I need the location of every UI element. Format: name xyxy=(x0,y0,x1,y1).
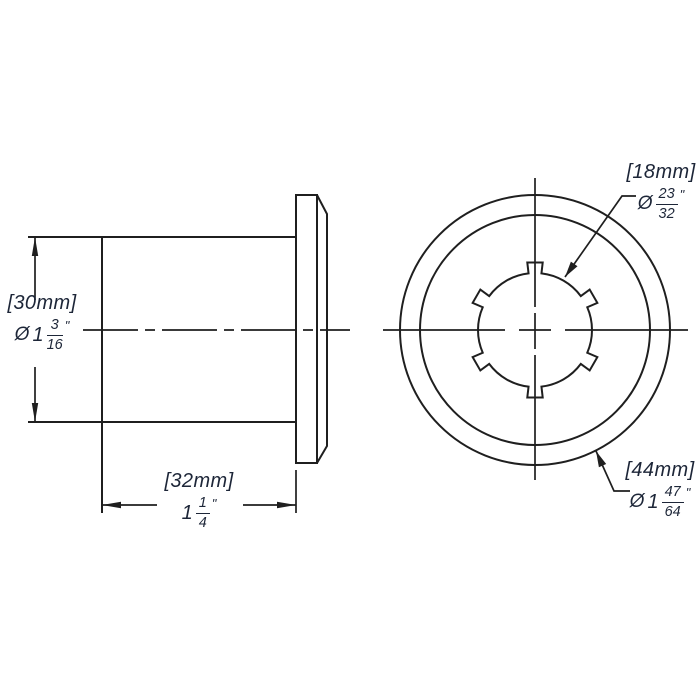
inch-mark: " xyxy=(685,485,691,500)
arrowhead-right xyxy=(277,501,296,509)
arrowhead-left xyxy=(102,501,121,509)
dim-imperial-value: Ø 1 3 16 " xyxy=(0,318,84,352)
flange-front-face xyxy=(295,194,318,464)
dim-imperial-value: Ø 23 32 " xyxy=(622,187,700,221)
inch-mark: " xyxy=(211,496,217,511)
bore-leader-arrowhead xyxy=(565,261,578,277)
dim-body-length-label: [32mm] 1 1 4 " xyxy=(150,470,248,530)
fraction: 1 4 xyxy=(195,496,210,531)
front-view xyxy=(383,178,688,492)
arrowhead-up xyxy=(31,237,39,256)
diameter-symbol: Ø xyxy=(629,490,645,512)
fraction-numerator: 1 xyxy=(195,496,210,514)
fraction-denominator: 32 xyxy=(658,205,675,222)
inch-mark: " xyxy=(64,318,70,333)
side-view xyxy=(28,194,350,513)
fraction-denominator: 16 xyxy=(46,336,63,353)
fraction-denominator: 64 xyxy=(664,503,681,520)
dim-whole-number: 1 xyxy=(647,491,659,513)
fraction-denominator: 4 xyxy=(198,514,207,531)
spline-bore xyxy=(471,261,599,399)
fraction-numerator: 47 xyxy=(661,485,684,503)
dim-imperial-value: Ø 1 47 64 " xyxy=(620,485,700,519)
flange-back-rim xyxy=(316,194,328,464)
fraction: 23 32 xyxy=(655,187,678,222)
fraction-numerator: 23 xyxy=(655,187,678,205)
inch-mark: " xyxy=(679,187,685,202)
dim-flange-diameter-label: [44mm] Ø 1 47 64 " xyxy=(620,459,700,519)
flange-leader-arrowhead xyxy=(596,451,607,468)
bore-leader-line xyxy=(564,195,636,278)
diameter-symbol: Ø xyxy=(14,323,30,345)
dim-whole-number: 1 xyxy=(181,502,193,524)
fraction-numerator: 3 xyxy=(46,318,63,336)
arrowhead-down xyxy=(31,403,39,422)
dim-metric-value: [30mm] xyxy=(7,292,77,314)
dim-metric-value: [44mm] xyxy=(625,459,695,481)
dim-bore-diameter-label: [18mm] Ø 23 32 " xyxy=(622,161,700,221)
dim-body-diameter-label: [30mm] Ø 1 3 16 " xyxy=(0,292,84,352)
fraction: 47 64 xyxy=(661,485,684,520)
dim-metric-value: [32mm] xyxy=(164,470,234,492)
fraction: 3 16 xyxy=(46,318,63,353)
diameter-symbol: Ø xyxy=(637,192,653,214)
dim-imperial-value: 1 1 4 " xyxy=(150,496,248,530)
dim-whole-number: 1 xyxy=(32,324,44,346)
dim-metric-value: [18mm] xyxy=(626,161,696,183)
